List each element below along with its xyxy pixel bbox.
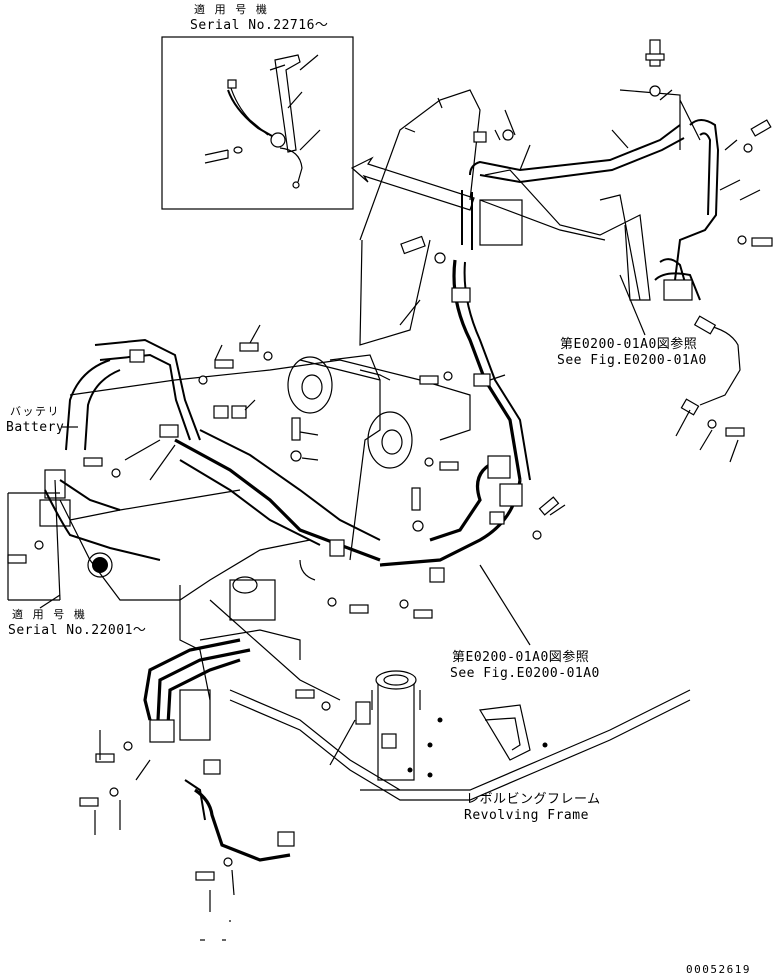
leader-lines: [7, 89, 761, 941]
clamps-connectors: [129, 279, 717, 847]
fasteners: [7, 342, 745, 881]
ref-upper-jp-label: 第E0200-01A0図参照: [560, 337, 698, 352]
frame-label: Revolving Frame: [464, 808, 589, 823]
frame-body: [39, 354, 471, 741]
ref-lower-label: See Fig.E0200-01A0: [450, 666, 600, 681]
serial-upper-jp-label: 適 用 号 機: [194, 3, 269, 16]
serial-upper-label: Serial No.22716～: [190, 18, 329, 33]
ref-lower-jp-label: 第E0200-01A0図参照: [452, 650, 590, 665]
frame-jp-label: レボルビングフレーム: [466, 792, 601, 807]
upper-frame-structure: [359, 39, 773, 406]
revolving-frame-floor: [229, 689, 691, 801]
direction-arrow: [350, 156, 475, 211]
battery-jp-label: バッテリ: [10, 405, 60, 418]
ref-upper-label: See Fig.E0200-01A0: [557, 353, 707, 368]
battery-label: Battery: [6, 420, 65, 435]
upper-detail-inset: [161, 36, 354, 210]
swivel-canister: [371, 670, 421, 781]
serial-lower-label: Serial No.22001～: [8, 623, 147, 638]
serial-lower-jp-label: 適 用 号 機: [12, 608, 87, 621]
main-harness: [44, 259, 531, 862]
drawing-number: 00052619: [686, 963, 751, 976]
